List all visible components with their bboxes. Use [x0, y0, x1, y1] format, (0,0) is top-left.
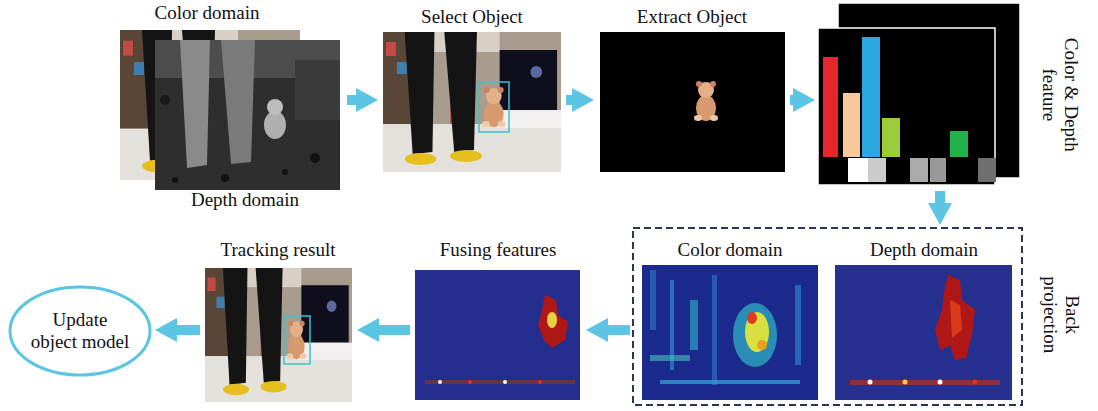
- depth-back-projection: [868, 380, 873, 385]
- fused-map: [503, 380, 507, 384]
- flow-arrow: [371, 325, 410, 335]
- color-back-projection: [642, 265, 818, 400]
- depth-back-projection: [973, 380, 978, 385]
- extract-image: [600, 32, 785, 172]
- depth-back-projection: [935, 275, 975, 360]
- feature-histogram: [868, 158, 886, 182]
- fused-map: [468, 380, 472, 384]
- text-holder: Tracking result: [78, 239, 478, 261]
- tracking-image: [205, 268, 352, 402]
- color-back-projection: [733, 303, 777, 367]
- input-images: [120, 30, 340, 190]
- tracking-photo: [205, 268, 352, 402]
- color-back-projection: [660, 380, 800, 384]
- select-photo: [383, 32, 561, 172]
- color-back-projection: [757, 340, 767, 350]
- fused-map: [547, 312, 557, 328]
- feature-histogram: [848, 158, 868, 182]
- text-holder: Extract Object: [492, 6, 892, 28]
- feature-histogram: [862, 37, 880, 157]
- image-caption: Extract Object: [637, 6, 747, 28]
- select-panel: Select Object: [381, 4, 563, 174]
- depth-back-projection: [835, 265, 1012, 400]
- ellipse-label: Update object model: [28, 309, 132, 353]
- feature-histogram: [978, 158, 996, 182]
- image-caption: Depth domain: [870, 239, 978, 261]
- feature-histogram: [882, 118, 900, 157]
- text-holder: Update object model: [8, 285, 152, 377]
- fused-map: [415, 270, 580, 400]
- back-projection-frame: [633, 228, 1022, 405]
- depth-back-projection: [850, 380, 1000, 385]
- image-caption: Depth domain: [191, 189, 299, 211]
- flow-arrow: [566, 95, 580, 105]
- input-images: Color domainDepth domain: [118, 2, 344, 214]
- ellipse-outline: [10, 287, 150, 375]
- image-caption: Color domain: [677, 239, 782, 261]
- extract-panel: Extract Object: [597, 4, 787, 174]
- depth-image: [155, 40, 340, 190]
- text-holder: Select Object: [272, 6, 672, 28]
- feature-histogram: [843, 93, 860, 157]
- flow-arrow: [347, 95, 364, 105]
- color-back-projection: [642, 265, 818, 400]
- text-holder: Color domain: [7, 2, 407, 24]
- color-back-projection: [712, 275, 717, 385]
- teddy: [694, 81, 718, 121]
- depth-back-projection: [938, 380, 943, 385]
- update-ellipse: Update object model: [8, 285, 152, 377]
- fused-map: [538, 380, 542, 384]
- side-label: Color & Depth feature: [1038, 38, 1082, 152]
- flow-arrow: [169, 325, 200, 335]
- tracking-box: [284, 316, 310, 364]
- text-holder: Color & Depth feature: [1038, 38, 1082, 152]
- flow-arrow: [935, 191, 945, 211]
- color-back-projection: [650, 355, 690, 361]
- text-holder: Back projection: [1039, 256, 1083, 374]
- feature-histogram: [950, 131, 968, 157]
- feature-histogram: [818, 28, 995, 185]
- color-back-projection: [690, 300, 698, 350]
- extract-image: [600, 32, 785, 172]
- fused-map: [425, 380, 575, 384]
- image-caption: Select Object: [421, 6, 523, 28]
- teddy: [710, 81, 716, 87]
- back-projection-frame: [633, 228, 1022, 405]
- teddy: [710, 115, 718, 121]
- color-back-projection: [747, 312, 757, 324]
- feature-panel: Color & Depth feature: [818, 2, 1095, 188]
- image-caption: Color domain: [154, 2, 259, 24]
- select-image: [383, 32, 561, 172]
- color-projection-panel: Color domain: [640, 236, 820, 402]
- back-projection-group: Color domain Depth domainBack projection: [633, 228, 1095, 407]
- color-back-projection: [795, 285, 801, 365]
- depth-projection-panel: Depth domain: [833, 236, 1015, 402]
- text-holder: Depth domain: [45, 189, 445, 211]
- flow-arrow: [600, 325, 630, 335]
- side-label: Back projection: [1039, 256, 1083, 374]
- flow-arrow: [790, 95, 801, 105]
- color-back-projection: [650, 270, 656, 330]
- feature-histogram: [930, 158, 946, 182]
- fused-map: [438, 380, 442, 384]
- image-caption: Tracking result: [221, 239, 336, 261]
- teddy: [694, 115, 702, 121]
- fused-map: [415, 270, 580, 400]
- feature-histogram: [818, 3, 1020, 185]
- result-panel: Tracking result: [203, 236, 354, 404]
- feature-histogram: [823, 57, 838, 157]
- color-back-projection: [745, 312, 769, 352]
- feature-histogram: [910, 158, 928, 182]
- image-caption: Fusing features: [440, 239, 557, 261]
- selection-box: [479, 82, 509, 132]
- text-holder: Fusing features: [298, 239, 698, 261]
- depth-back-projection: [903, 380, 908, 385]
- fused-map: [538, 295, 568, 348]
- teddy: [696, 81, 702, 87]
- depth-back-projection: [835, 265, 1012, 400]
- fusion-panel: Fusing features: [413, 236, 583, 402]
- depth-back-projection: [950, 300, 962, 338]
